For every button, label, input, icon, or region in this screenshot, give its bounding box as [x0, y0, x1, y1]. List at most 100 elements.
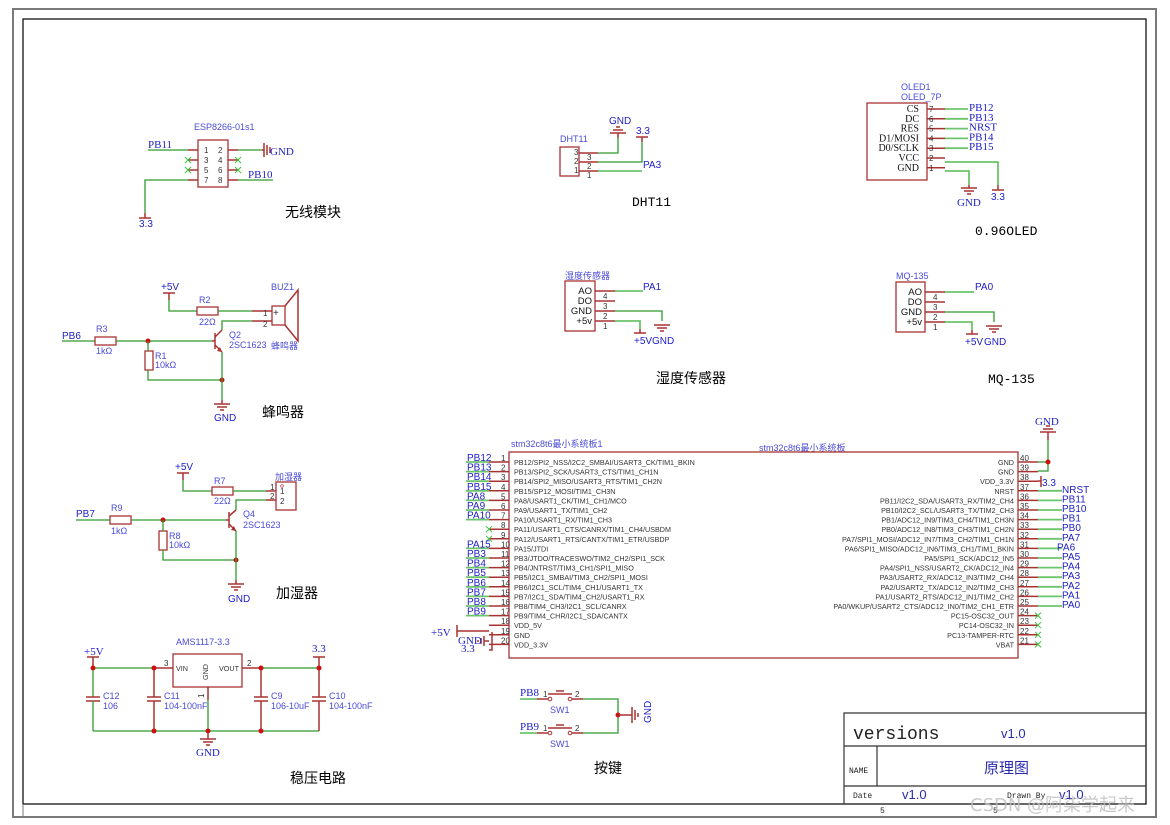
- mcu-pin-label: PA10/USART1_RX/TIM1_CH3: [514, 516, 612, 525]
- oled-pin-label: CS: [907, 104, 919, 115]
- oled-pin-label: D1/MOSI: [879, 133, 919, 144]
- esp8266-module[interactable]: ESP8266-01s1 1 3 5 7 2 4 6 8 PB11 GND PB: [139, 122, 341, 230]
- no-connect-icon: [1034, 641, 1042, 648]
- r2-value: 22Ω: [199, 317, 216, 327]
- net-label-pb11: PB11: [148, 139, 172, 151]
- cap-ref: C12: [103, 691, 120, 701]
- svg-text:+: +: [273, 308, 279, 319]
- resistor-r8: [158, 530, 168, 551]
- switch-pin-1: 1: [543, 724, 548, 733]
- hum-pin-1-outer: 1: [270, 483, 275, 492]
- humidifier-circuit[interactable]: +5V R7 22Ω 加湿器 1 2 1 2 PB7 R9 1kΩ R8 10k…: [76, 462, 318, 605]
- buzzer-circuit[interactable]: +5V R2 22Ω 1 2 + BUZ1 蜂鸣器 PB6 R3 1kΩ R1 …: [62, 282, 304, 424]
- mcu-pin-number: 35: [1020, 502, 1029, 511]
- frame-number: 5: [880, 807, 885, 816]
- pin-label-gnd: GND: [201, 664, 210, 680]
- net-label-3v3: 3.3: [636, 126, 650, 137]
- mcu-pin-number: 19: [501, 627, 510, 636]
- resistor-r9: [109, 515, 132, 525]
- q2-ref: Q2: [229, 330, 241, 340]
- mcu-pin-label: VDD_3.3V: [514, 640, 548, 649]
- r7-ref: R7: [214, 476, 226, 486]
- section-title-wireless: 无线模块: [285, 205, 341, 221]
- section-title-humidity: 湿度传感器: [656, 370, 726, 387]
- mcu-pin-number: 5: [501, 492, 506, 501]
- oled-net-label: NRST: [969, 122, 997, 134]
- esp-pin-5: 5: [204, 166, 209, 175]
- mcu-pin-label: PA5/SPI1_SCK/ADC12_IN5: [924, 554, 1014, 563]
- name-value: 原理图: [984, 759, 1029, 777]
- oled-pin-number: 4: [929, 134, 934, 143]
- ground-icon: [986, 325, 1002, 333]
- switch-pin-1: 1: [543, 690, 548, 699]
- buz1-name: 蜂鸣器: [271, 340, 298, 351]
- net-label-3v3: 3.3: [139, 219, 153, 230]
- mcu-pin-label: PB6/I2C1_SCL/TIM4_CH1/USART1_TX: [514, 583, 643, 592]
- mcu-pin-label: PA3/USART2_RX/ADC12_IN3/TIM2_CH4: [880, 573, 1014, 582]
- dht11-outer-pin-1: 1: [587, 171, 592, 180]
- mcu-ref: stm32c8t6最小系统板1: [511, 438, 603, 449]
- oled-pin-label: GND: [897, 163, 919, 174]
- hum-pin-2: 2: [280, 497, 285, 506]
- esp-part-label: ESP8266-01s1: [194, 122, 255, 132]
- r7-value: 22Ω: [214, 496, 231, 506]
- junction-dot: [316, 665, 322, 671]
- ground-icon: [610, 126, 626, 138]
- versions-label: versions: [853, 725, 939, 745]
- mcu-pin-number: 13: [501, 569, 510, 578]
- sensor-pin-label: AO: [908, 287, 922, 298]
- no-connect-icon: [184, 156, 242, 174]
- mcu-pin-label: VDD_3.3V: [980, 477, 1014, 486]
- mcu-net-label: PA4: [1062, 562, 1081, 573]
- r8-value: 10kΩ: [169, 540, 191, 550]
- r1-value: 10kΩ: [155, 360, 177, 370]
- drawn-by-value: v1.0: [1059, 787, 1084, 802]
- mcu-pin-number: 20: [501, 636, 510, 645]
- mcu-pin-label: GND: [998, 458, 1014, 467]
- mcu-net-label: PB12: [467, 453, 492, 464]
- oled-net-label: PB14: [969, 131, 994, 143]
- regulator-circuit[interactable]: AMS1117-3.3 VIN VOUT GND 3 2 1 +5V 3.3 C…: [84, 637, 373, 787]
- sensor-pin-number: 2: [603, 312, 608, 321]
- mcu-pin-number: 4: [501, 483, 506, 492]
- net-label-3v3: 3.3: [312, 643, 326, 655]
- mcu-pin-label: VDD_5V: [514, 621, 542, 630]
- net-label-5v: +5V: [634, 336, 652, 347]
- mcu-net-label: PA8: [467, 491, 486, 502]
- net-label-5v: +5V: [431, 627, 451, 639]
- mcu-pin-number: 27: [1020, 579, 1029, 588]
- mcu-pin-label: PB1/ADC12_IN9/TIM3_CH4/TIM1_CH3N: [881, 516, 1014, 525]
- mcu-pin-number: 6: [501, 502, 506, 511]
- date-value: v1.0: [902, 787, 927, 802]
- no-connect-icon: [485, 535, 493, 543]
- dht11-ref: DHT11: [560, 134, 588, 144]
- mcu-pin-number: 31: [1020, 540, 1029, 549]
- mcu-pin-number: 16: [501, 598, 510, 607]
- section-title-regulator: 稳压电路: [290, 771, 346, 787]
- esp-pin-2: 2: [218, 146, 223, 155]
- net-label-pa1: PA1: [643, 282, 662, 293]
- esp-pin-3: 3: [204, 156, 209, 165]
- net-label-gnd: GND: [458, 635, 482, 647]
- mcu-pin-label: PB5/I2C1_SMBAI/TIM3_CH2/SPI1_MOSI: [514, 573, 648, 582]
- oled-pin-number: 2: [929, 154, 934, 163]
- junction-dot: [90, 665, 96, 671]
- mcu-pin-number: 33: [1020, 521, 1029, 530]
- ground-icon: [200, 731, 216, 746]
- switch-pin-2: 2: [575, 724, 580, 733]
- section-title-buttons: 按键: [594, 761, 622, 777]
- r1-ref: R1: [155, 351, 167, 361]
- oled-pin-number: 1: [929, 164, 934, 173]
- dht11-pin-1: 1: [574, 166, 579, 175]
- mcu-net-label: PB9: [467, 607, 486, 618]
- junction-dot: [258, 728, 264, 734]
- mcu-pin-label: PA4/SPI1_NSS/USART2_CK/ADC12_IN4: [880, 564, 1014, 573]
- sensor-pin-number: 4: [933, 293, 938, 302]
- dht11-module[interactable]: DHT11 3 2 1 3 2 1 GND 3.3 PA3 DHT11: [559, 116, 671, 210]
